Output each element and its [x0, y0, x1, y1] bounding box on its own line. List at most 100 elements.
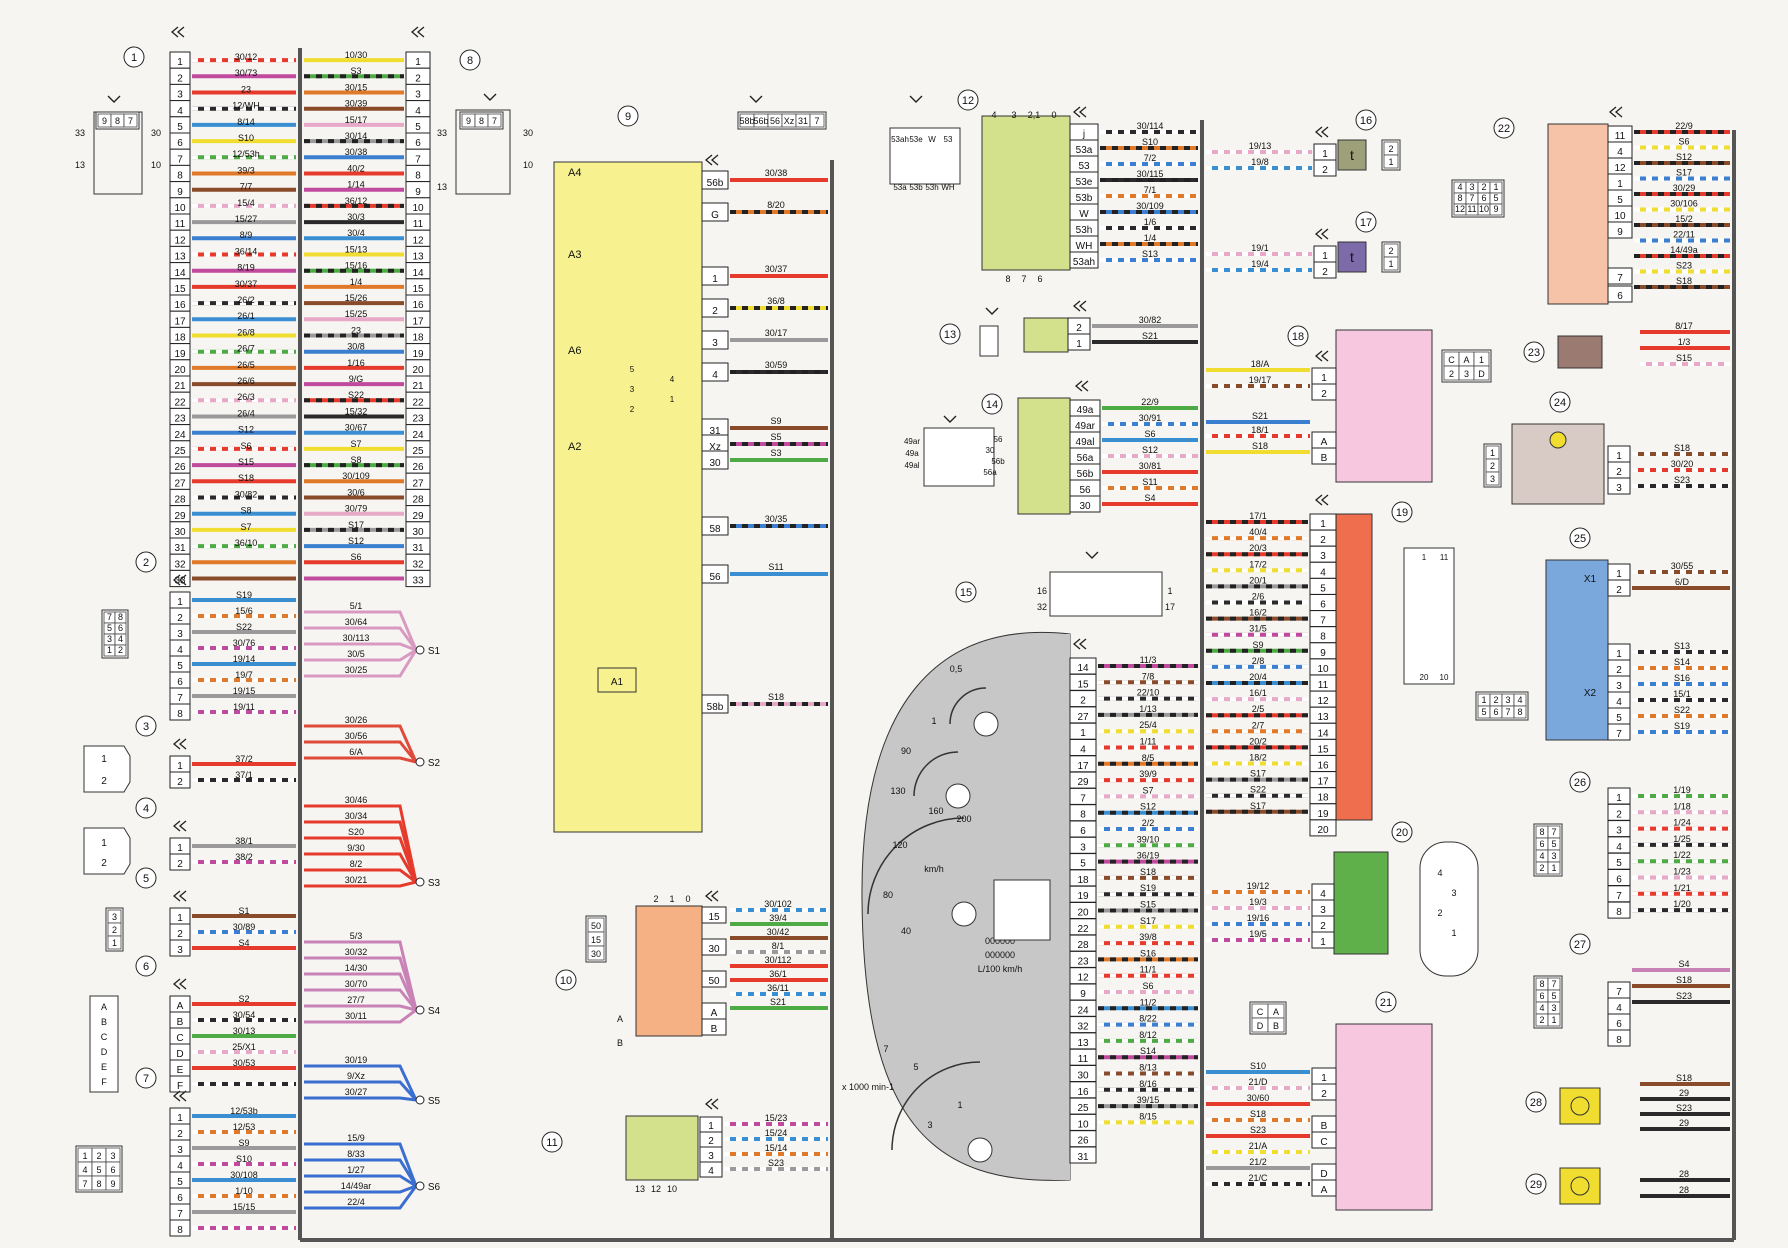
component-15-gauge-text: 130 — [890, 786, 905, 796]
connector-8-pin10: 10 — [523, 160, 533, 170]
connector-7-grid-cell — [105, 1175, 121, 1191]
connector-1-body — [93, 111, 143, 195]
component-c17-number-text: 17 — [1360, 217, 1372, 229]
component-13-number — [939, 323, 961, 345]
bus-left-wire-label: 30/12 — [235, 52, 258, 62]
connector-5-grid-cell — [107, 935, 122, 950]
bus-left-wire-label: 8/19 — [237, 263, 255, 273]
component-26-connector-cell — [1547, 861, 1561, 875]
bus-right-pin-label: 32 — [412, 559, 424, 570]
component-21-pin — [1311, 1179, 1337, 1197]
splice-wire — [304, 648, 417, 662]
component-c17-connector-pin: 1 — [1388, 259, 1393, 269]
component-22-connector-pin: 2 — [1481, 182, 1486, 192]
connector-c6-wire-label: 30/53 — [233, 1058, 256, 1068]
component-15-wire-label: 36/19 — [1137, 851, 1160, 861]
component-22-pin-label: 7 — [1617, 273, 1623, 284]
component-24-number-text: 24 — [1554, 397, 1566, 409]
component-c17-wire-label: 19/1 — [1251, 243, 1269, 253]
component-15-pin-label: 26 — [1077, 1136, 1089, 1147]
connector-c3-pin-label: 2 — [177, 777, 183, 788]
bus-right-pin-label: 24 — [412, 430, 424, 441]
component-14-wire-label: 30/91 — [1139, 413, 1162, 423]
bus-right-wire-label: 30/8 — [347, 342, 365, 352]
connector-c6-number — [135, 955, 157, 977]
component-15-wire-label: 39/8 — [1139, 932, 1157, 942]
component-23-wire-label: 8/17 — [1675, 321, 1693, 331]
component-26-wire-label: 1/18 — [1673, 801, 1691, 811]
bus-left-pin-label: 33 — [174, 576, 186, 587]
component-27-connector-pin: 2 — [1539, 1015, 1544, 1025]
splice-wire — [304, 972, 418, 1011]
connector-7-grid-pin: 8 — [96, 1179, 101, 1189]
component-19-body — [1335, 513, 1373, 821]
connector-8-grid-pin: 8 — [479, 116, 484, 126]
splice-wire-label: 30/5 — [347, 649, 365, 659]
component-27-connector-pin: 3 — [1551, 1003, 1556, 1013]
component-22-wire-label: 14/49a — [1670, 245, 1698, 255]
connector-c4-pin — [169, 853, 191, 871]
component-25-pin-x2-label: 3 — [1616, 681, 1622, 692]
connector-1-number — [123, 46, 145, 68]
component-27-number — [1569, 933, 1591, 955]
component-22-connector-pin: 6 — [1481, 193, 1486, 203]
component-12-chevron-icon — [1072, 106, 1087, 118]
component-10-wire-label: 36/11 — [767, 983, 789, 993]
bus-right-pin-label: 7 — [415, 154, 421, 165]
component-c17-number — [1355, 211, 1377, 233]
connector-5-grid-pin: 2 — [112, 925, 117, 935]
splice-node — [415, 645, 425, 655]
component-12-top-label: 3 — [1011, 110, 1016, 120]
bus-right-wire-label: 15/13 — [345, 244, 368, 254]
bus-right-wire-label: 30/67 — [345, 423, 368, 433]
connector-8-grid-cell — [487, 113, 502, 128]
component-12-bottom-label: 8 — [1005, 274, 1010, 284]
component-c16-number-text: 16 — [1360, 115, 1372, 127]
component-25-wire-label: S22 — [1674, 705, 1690, 715]
component-12-connector-pin: W — [928, 135, 936, 144]
connector-8-pin13: 13 — [437, 182, 447, 192]
connector-7-grid-pin: 2 — [96, 1151, 101, 1161]
component-15-wire-label: S14 — [1140, 1046, 1156, 1056]
bus-left-pin-label: 14 — [174, 268, 186, 279]
component-14-pin-label: 56b — [1077, 469, 1094, 480]
connector-5-grid-pin: 1 — [112, 938, 117, 948]
bus-left-wire-label: 15/4 — [237, 198, 255, 208]
component-26-pin-label: 8 — [1616, 907, 1622, 918]
component-9-pin — [701, 564, 729, 584]
component-10-number-text: 10 — [560, 975, 572, 987]
connector-c7-number-text: 7 — [143, 1073, 149, 1085]
component-10-pin-label: A — [711, 1008, 718, 1019]
component-19-wire-label: 2/8 — [1252, 656, 1265, 666]
component-10-pin-label: 15 — [708, 912, 720, 923]
bus-right-wire-label: 15/16 — [345, 261, 368, 271]
bus-right-pin-label: 25 — [412, 446, 424, 457]
component-12-pin-label: 53a — [1076, 145, 1093, 156]
component-25-wire-label: 30/55 — [1671, 561, 1694, 571]
connector-1-grid-pin: 9 — [102, 116, 107, 126]
connector-c2-wire-label: S22 — [236, 622, 252, 632]
connector-c4-pin-label: 2 — [177, 859, 183, 870]
bus-right-pin-label: 31 — [412, 543, 424, 554]
bus-right-pin-label: 9 — [415, 187, 421, 198]
component-22-connector-pin: 11 — [1467, 204, 1476, 214]
splice-wire-label: 9/Xz — [347, 1071, 366, 1081]
splice-wire-label: 30/34 — [345, 811, 368, 821]
connector-c3-wire-label: 37/1 — [235, 770, 253, 780]
component-10-wire-label: 36/1 — [769, 969, 787, 979]
bus-right-pin-label: 30 — [412, 527, 424, 538]
component-15-pin-label: 5 — [1080, 859, 1086, 870]
component-9-pin — [701, 266, 729, 286]
component-13-pin-label: 1 — [1076, 339, 1082, 350]
connector-3-body — [83, 745, 131, 793]
component-13-connector — [979, 325, 999, 357]
bus-right-wire-label: S17 — [348, 520, 364, 530]
component-25-pin-x2-label: 7 — [1616, 729, 1622, 740]
component-24-pin-label: 2 — [1616, 467, 1622, 478]
splice-wire — [304, 1184, 417, 1194]
component-25-pin-x2-label: 2 — [1616, 665, 1622, 676]
bus-left-pin-label: 3 — [177, 90, 183, 101]
bus-right-pin-label: 18 — [412, 333, 424, 344]
component-20-connector-pin: 2 — [1437, 908, 1442, 918]
connector-c5-pin-label: 1 — [177, 913, 183, 924]
